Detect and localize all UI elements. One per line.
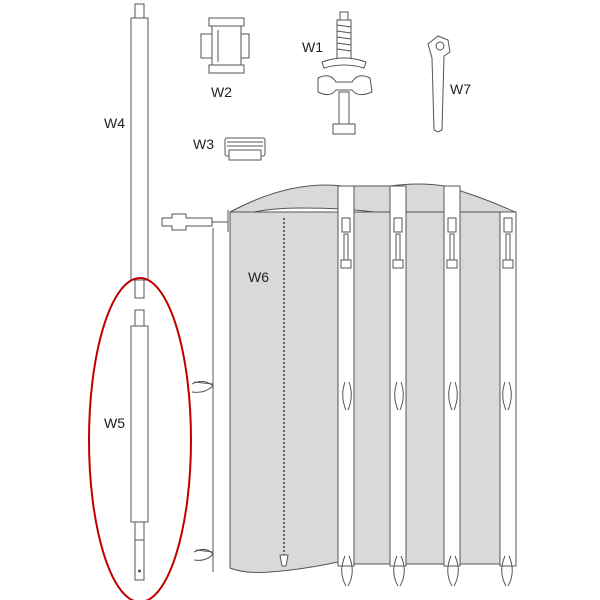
- upper-pole-w4: [130, 3, 149, 299]
- lower-pole-body: [130, 325, 149, 523]
- buckle-top-2: [393, 217, 403, 233]
- panel-strap-1: [337, 185, 355, 567]
- buckle-bottom-3: [446, 259, 458, 269]
- lower-pole-spike: [134, 521, 145, 581]
- panel-section-1: [229, 211, 339, 573]
- tie-bottom-2: [393, 555, 405, 587]
- strap-buckles-top: [340, 217, 514, 269]
- buckle-strap-2: [395, 233, 401, 261]
- bolt-shank: [338, 91, 350, 125]
- clamp-body: [211, 25, 242, 66]
- upper-pole-body: [130, 17, 149, 281]
- buckle-bottom-4: [502, 259, 514, 269]
- clamp-right-jaw: [240, 33, 250, 59]
- upper-pole-bottom-tip: [134, 279, 145, 299]
- lower-pole-top-tip: [134, 309, 145, 327]
- wing-nut: [317, 75, 373, 96]
- side-tie-upper-line: [193, 381, 214, 385]
- label-w7: W7: [450, 81, 471, 97]
- tie-mid-1: [342, 381, 352, 411]
- curtain-panel-w6: [161, 183, 517, 587]
- lower-pole-spike-hole: [138, 569, 141, 573]
- label-w5: W5: [104, 415, 125, 431]
- buckle-strap-4: [505, 233, 511, 261]
- lower-pole-w5: [130, 309, 149, 581]
- bolt-tip: [339, 11, 349, 21]
- clamp-bottom-plate: [208, 64, 245, 74]
- tie-mid-4: [502, 381, 512, 411]
- highlight-ellipse: [88, 277, 192, 600]
- wrench-w7: [427, 35, 451, 133]
- pole-clamp-w2: [200, 17, 250, 74]
- strap-ties-bottom: [341, 555, 513, 587]
- buckle-top-1: [341, 217, 351, 233]
- thread-adapter-w3: [224, 137, 266, 161]
- strap-ties-middle: [342, 381, 512, 411]
- buckle-strap-1: [343, 233, 349, 261]
- side-tie-lower: [193, 548, 214, 561]
- panel-section-3: [405, 211, 445, 565]
- bolt-washer: [321, 57, 367, 69]
- clamp-top-plate: [208, 17, 245, 27]
- label-w3: W3: [193, 136, 214, 152]
- bolt-head: [332, 123, 356, 135]
- buckle-top-3: [447, 217, 457, 233]
- label-w2: W2: [211, 84, 232, 100]
- threaded-bolt-w1: [317, 11, 373, 135]
- wrench-hole: [435, 41, 445, 51]
- panel-strap-2: [389, 185, 407, 567]
- tie-bottom-4: [501, 555, 513, 587]
- zipper-pull: [279, 554, 289, 567]
- panel-strap-3: [443, 185, 461, 567]
- label-w1: W1: [302, 39, 323, 55]
- buckle-connector: [161, 213, 213, 231]
- wrench-body: [427, 35, 451, 133]
- panel-strap-4: [499, 211, 517, 567]
- bolt-thread-lines: [336, 24, 352, 52]
- side-tie-lower-line: [195, 549, 214, 553]
- label-w6: W6: [248, 269, 269, 285]
- panel-section-4: [459, 211, 501, 565]
- tie-mid-3: [448, 381, 458, 411]
- side-tie-upper: [191, 380, 214, 393]
- clamp-left-jaw: [200, 33, 213, 59]
- tie-mid-2: [394, 381, 404, 411]
- tie-bottom-3: [447, 555, 459, 587]
- adapter-base: [228, 149, 262, 161]
- label-w4: W4: [104, 115, 125, 131]
- buckle-bottom-1: [340, 259, 352, 269]
- buckle-top-4: [503, 217, 513, 233]
- buckle-bottom-2: [392, 259, 404, 269]
- tie-bottom-1: [341, 555, 353, 587]
- buckle-strap-3: [449, 233, 455, 261]
- panel-section-2: [353, 211, 391, 565]
